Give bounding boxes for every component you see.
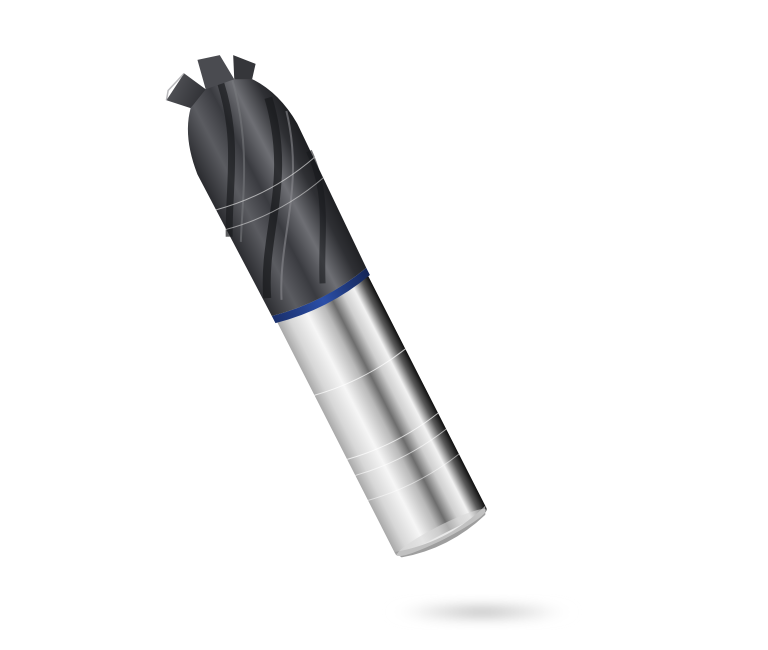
fluted-head [187, 78, 367, 316]
shank [276, 273, 487, 558]
end-mill-body [165, 55, 487, 558]
blue-band [271, 267, 370, 324]
floor-shadow [386, 603, 578, 621]
cutting-tip [165, 55, 256, 109]
